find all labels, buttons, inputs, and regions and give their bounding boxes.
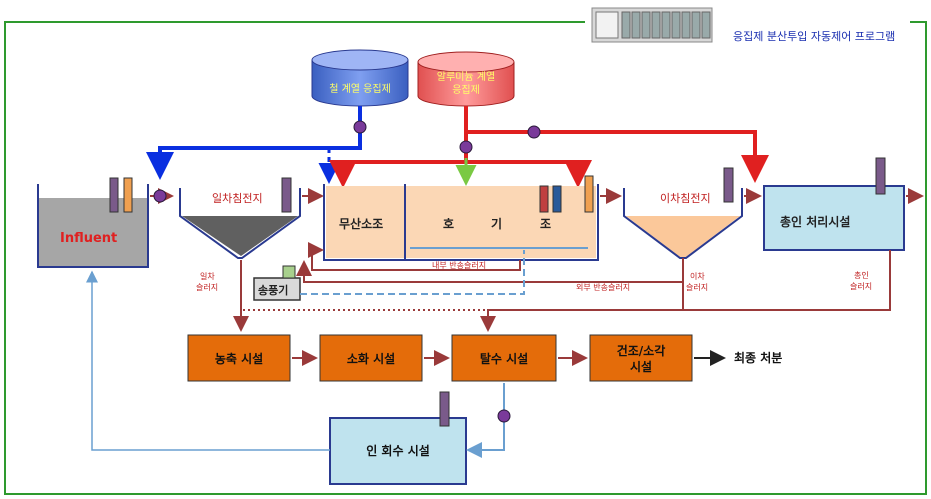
tp-sludge-label-2: 슬러지 bbox=[850, 281, 872, 291]
recovery-dosing-point bbox=[497, 409, 511, 423]
p-recovery-facility: 인 회수 시설 bbox=[329, 391, 467, 485]
bioreactor: 무산소조 호 기 조 bbox=[323, 175, 599, 261]
digestion-facility: 소화 시설 bbox=[319, 334, 423, 382]
drying-label-2: 시설 bbox=[630, 359, 652, 374]
iron-dosing-lines bbox=[146, 106, 367, 184]
p-recovery-label: 인 회수 시설 bbox=[366, 443, 430, 458]
thickening-label: 농축 시설 bbox=[215, 351, 263, 366]
iron-coagulant-label: 철 계열 응집제 bbox=[329, 83, 391, 95]
dewatering-facility: 탈수 시설 bbox=[451, 334, 557, 382]
tp-sludge-label-1: 총인 bbox=[854, 270, 869, 280]
anoxic-label: 무산소조 bbox=[339, 216, 383, 231]
digestion-label: 소화 시설 bbox=[347, 351, 395, 366]
external-return-label: 외부 반송슬러지 bbox=[576, 282, 630, 292]
final-disposal-label: 최종 처분 bbox=[734, 350, 782, 365]
alum-coagulant-tank: 알루미늄 계열 응집제 bbox=[417, 51, 515, 107]
drying-label-1: 건조/소각 bbox=[617, 343, 666, 358]
alum-dosing-lines bbox=[329, 106, 769, 188]
secondary-clarifier: 이차침전지 bbox=[623, 167, 743, 259]
drying-incineration-facility: 건조/소각 시설 bbox=[589, 334, 693, 382]
secondary-sludge-label-1: 이차 bbox=[690, 271, 705, 281]
aerobic-label-2: 기 bbox=[491, 216, 502, 231]
primary-sludge-label-2: 슬러지 bbox=[196, 282, 218, 292]
primary-clarifier-label: 일차침전지 bbox=[212, 191, 263, 205]
influent-label: Influent bbox=[60, 231, 117, 246]
program-title: 응집제 분산투입 자동제어 프로그램 bbox=[733, 30, 895, 43]
primary-clarifier: 일차침전지 bbox=[179, 177, 301, 259]
alum-coagulant-label-1: 알루미늄 계열 bbox=[437, 71, 495, 83]
secondary-clarifier-label: 이차침전지 bbox=[660, 192, 711, 205]
secondary-sludge-label-2: 슬러지 bbox=[686, 282, 708, 292]
thickening-facility: 농축 시설 bbox=[187, 334, 291, 382]
aerobic-label-1: 호 bbox=[443, 217, 454, 231]
iron-coagulant-tank: 철 계열 응집제 bbox=[311, 49, 409, 107]
blower-unit: 송풍기 bbox=[253, 265, 301, 301]
internal-return-label: 내부 반송슬러지 bbox=[432, 260, 486, 270]
influent-tank: Influent bbox=[37, 177, 149, 268]
primary-sludge-label-1: 일차 bbox=[200, 272, 215, 281]
tp-treatment-label: 총인 처리시설 bbox=[780, 214, 850, 229]
dewatering-label: 탈수 시설 bbox=[480, 351, 528, 366]
alum-coagulant-label-2: 응집제 bbox=[452, 84, 480, 96]
frame-border bbox=[4, 21, 927, 495]
blower-label: 송풍기 bbox=[258, 283, 288, 297]
aerobic-label-3: 조 bbox=[540, 217, 551, 231]
tp-treatment-facility: 총인 처리시설 bbox=[763, 157, 905, 251]
inflow-dosing-point bbox=[153, 189, 167, 203]
plc-device-icon bbox=[591, 7, 713, 43]
alum-dosing-pump-1 bbox=[527, 125, 541, 139]
iron-dosing-pump bbox=[353, 120, 367, 134]
alum-dosing-pump-2 bbox=[459, 140, 473, 154]
